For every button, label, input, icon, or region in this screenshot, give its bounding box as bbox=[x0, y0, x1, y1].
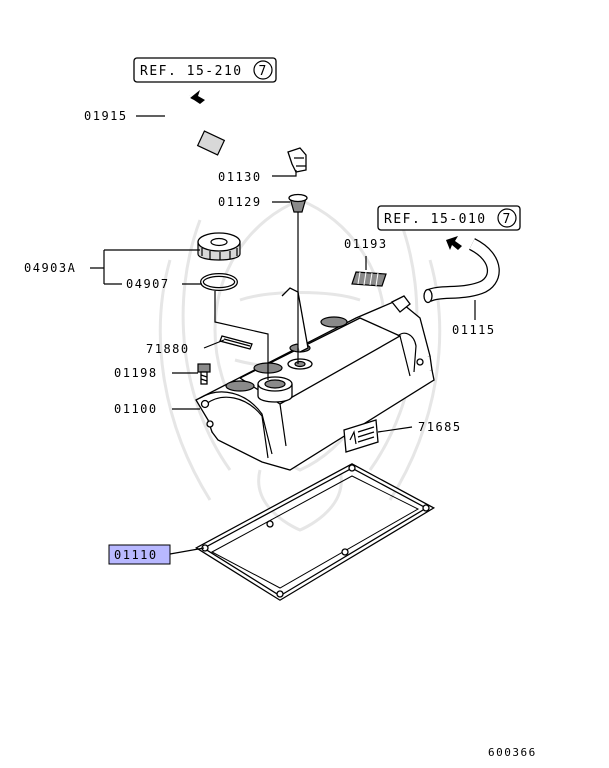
callout-71880[interactable]: 71880 bbox=[146, 342, 190, 356]
ref-box-15-010[interactable]: REF. 15-010 7 bbox=[377, 205, 521, 231]
ref-15-010-text: REF. 15-010 bbox=[384, 212, 487, 227]
part-01193-stopper[interactable] bbox=[351, 271, 387, 287]
part-04903a-oil-filler-cap[interactable] bbox=[197, 232, 241, 261]
label-01198: 01198 bbox=[114, 366, 158, 380]
part-01198-bolt[interactable] bbox=[197, 363, 211, 385]
diagram-id: 600366 bbox=[488, 746, 537, 759]
callout-01110-highlighted[interactable]: 01110 bbox=[108, 544, 171, 565]
highlight-box bbox=[108, 544, 171, 565]
callout-04903a[interactable]: 04903A bbox=[24, 261, 76, 275]
callout-01130[interactable]: 01130 bbox=[218, 170, 262, 184]
part-01915-hose[interactable] bbox=[161, 90, 275, 164]
callout-01915[interactable]: 01915 bbox=[84, 109, 128, 123]
label-04903a: 04903A bbox=[24, 261, 76, 275]
part-01130-pcv-valve[interactable] bbox=[287, 147, 307, 173]
part-01100-rocker-cover[interactable] bbox=[195, 287, 435, 471]
label-01130: 01130 bbox=[218, 170, 262, 184]
label-01110: 01110 bbox=[114, 548, 158, 562]
label-01115: 01115 bbox=[452, 323, 496, 337]
part-71880-seal[interactable] bbox=[219, 335, 253, 350]
ref-15-010-circle-number: 7 bbox=[503, 212, 512, 227]
label-01915: 01915 bbox=[84, 109, 128, 123]
callout-01129[interactable]: 01129 bbox=[218, 195, 262, 209]
label-01193: 01193 bbox=[344, 237, 388, 251]
ref-box-15-210[interactable]: REF. 15-210 7 bbox=[133, 57, 277, 83]
part-71685-label-plate[interactable] bbox=[343, 419, 379, 453]
label-04907: 04907 bbox=[126, 277, 170, 291]
callout-71685[interactable]: 71685 bbox=[418, 420, 462, 434]
part-04907-o-ring[interactable] bbox=[200, 273, 238, 291]
ref-15-210-text: REF. 15-210 bbox=[140, 64, 243, 79]
callout-01100[interactable]: 01100 bbox=[114, 402, 158, 416]
callout-01193[interactable]: 01193 bbox=[344, 237, 388, 251]
leader-lines bbox=[90, 115, 476, 555]
arrow-icon bbox=[446, 236, 462, 250]
part-01129-grommet[interactable] bbox=[288, 193, 308, 213]
arrow-icon bbox=[190, 90, 205, 104]
part-01115-hose[interactable] bbox=[423, 238, 500, 304]
label-01100: 01100 bbox=[114, 402, 158, 416]
label-71685: 71685 bbox=[418, 420, 462, 434]
callout-01115[interactable]: 01115 bbox=[452, 323, 496, 337]
label-01129: 01129 bbox=[218, 195, 262, 209]
ref-15-210-circle-number: 7 bbox=[259, 64, 268, 79]
part-01110-gasket[interactable] bbox=[195, 463, 436, 601]
callout-01198[interactable]: 01198 bbox=[114, 366, 158, 380]
callout-04907[interactable]: 04907 bbox=[126, 277, 170, 291]
label-71880: 71880 bbox=[146, 342, 190, 356]
